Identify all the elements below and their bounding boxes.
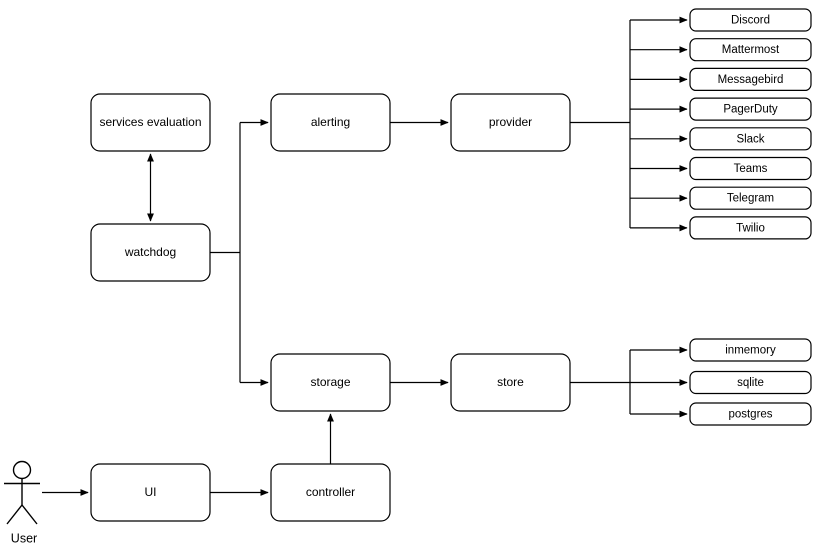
edge-layer	[42, 16, 688, 497]
leaf-box-twilio[interactable]	[689, 216, 812, 240]
leaf-box-slack[interactable]	[689, 127, 812, 151]
leaf-box-pagerduty[interactable]	[689, 97, 812, 121]
node-watchdog-box[interactable]	[90, 223, 211, 282]
node-provider-label: provider	[489, 115, 532, 129]
leaf-label-sqlite: sqlite	[737, 377, 764, 389]
node-storage[interactable]: storage	[270, 353, 391, 412]
node-ui-label: UI	[145, 485, 157, 499]
leaf-box-mattermost[interactable]	[689, 38, 812, 62]
node-store[interactable]: store	[450, 353, 571, 412]
user-actor-label: User	[11, 531, 37, 545]
provider-leaf-list: Discord Mattermost Messagebird PagerDuty…	[689, 8, 812, 240]
leaf-item[interactable]: Discord	[689, 8, 812, 32]
node-alerting-box[interactable]	[270, 93, 391, 152]
leaf-item[interactable]: postgres	[689, 402, 812, 426]
leaf-label-mattermost: Mattermost	[722, 44, 780, 56]
stick-figure-right-leg-icon	[21, 504, 38, 525]
node-provider[interactable]: provider	[450, 93, 571, 152]
leaf-item[interactable]: Twilio	[689, 216, 812, 240]
leaf-label-postgres: postgres	[728, 409, 772, 421]
leaf-box-teams[interactable]	[689, 156, 812, 181]
stick-figure-head-icon	[12, 460, 32, 480]
leaf-label-telegram: Telegram	[727, 193, 774, 205]
node-services-evaluation[interactable]: services evaluation	[90, 93, 211, 152]
node-services-evaluation-box[interactable]	[90, 93, 211, 152]
leaf-item[interactable]: PagerDuty	[689, 97, 812, 121]
node-controller[interactable]: controller	[270, 463, 391, 522]
leaf-item[interactable]: Telegram	[689, 186, 812, 210]
leaf-box-sqlite[interactable]	[689, 370, 812, 395]
leaf-item[interactable]: sqlite	[689, 370, 812, 395]
node-watchdog-label: watchdog	[124, 245, 176, 259]
leaf-label-messagebird: Messagebird	[718, 74, 784, 86]
leaf-item[interactable]: Messagebird	[689, 67, 812, 92]
node-storage-box[interactable]	[270, 353, 391, 412]
node-alerting-label: alerting	[311, 115, 350, 129]
leaf-box-postgres[interactable]	[689, 402, 812, 426]
leaf-label-teams: Teams	[734, 163, 768, 175]
node-storage-label: storage	[310, 375, 350, 389]
leaf-label-discord: Discord	[731, 15, 770, 27]
leaf-box-inmemory[interactable]	[689, 338, 812, 362]
leaf-label-slack: Slack	[736, 133, 764, 145]
leaf-item[interactable]: inmemory	[689, 338, 812, 362]
node-ui-box[interactable]	[90, 463, 211, 522]
node-controller-box[interactable]	[270, 463, 391, 522]
leaf-box-discord[interactable]	[689, 8, 812, 32]
node-ui[interactable]: UI	[90, 463, 211, 522]
node-alerting[interactable]: alerting	[270, 93, 391, 152]
node-watchdog[interactable]: watchdog	[90, 223, 211, 282]
node-store-box[interactable]	[450, 353, 571, 412]
leaf-label-twilio: Twilio	[736, 222, 765, 234]
leaf-label-inmemory: inmemory	[725, 345, 776, 357]
store-leaf-list: inmemory sqlite postgres	[689, 338, 812, 426]
leaf-box-telegram[interactable]	[689, 186, 812, 210]
node-provider-box[interactable]	[450, 93, 571, 152]
leaf-label-pagerduty: PagerDuty	[723, 104, 778, 116]
leaf-item[interactable]: Slack	[689, 127, 812, 151]
user-actor[interactable]: User	[4, 460, 40, 546]
leaf-item[interactable]: Teams	[689, 156, 812, 181]
node-services-evaluation-label: services evaluation	[99, 115, 201, 129]
stick-figure-left-leg-icon	[6, 504, 23, 525]
node-store-label: store	[497, 375, 524, 389]
leaf-box-messagebird[interactable]	[689, 67, 812, 92]
node-controller-label: controller	[306, 485, 355, 499]
leaf-item[interactable]: Mattermost	[689, 38, 812, 62]
